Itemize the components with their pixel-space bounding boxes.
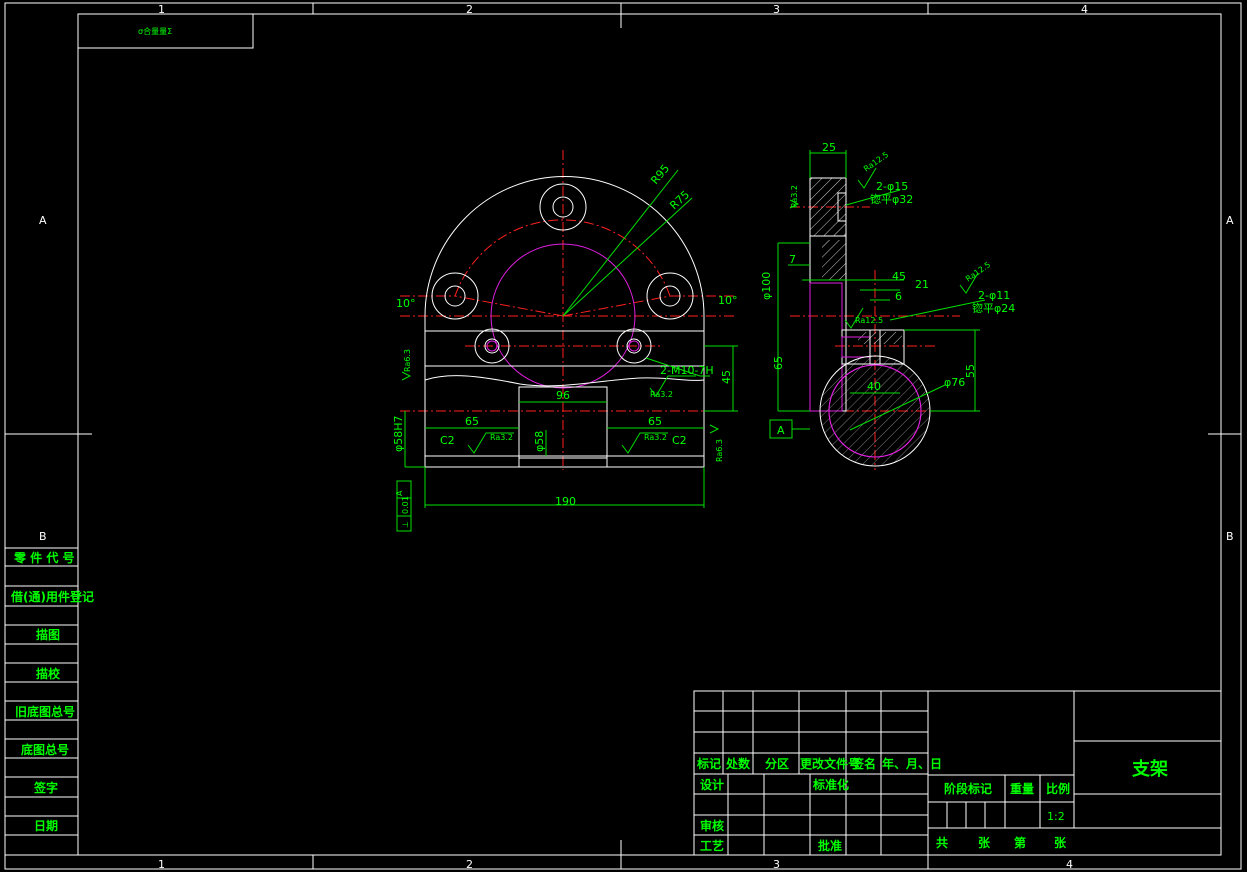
top-left-box-text: σ合量量Σ [138,26,172,36]
sv-dim-65: 65 [772,356,785,370]
dim-phi58h7: φ58H7 [392,415,405,452]
tol-symbol: ⊥ [401,521,410,528]
tb-process: 工艺 [700,838,724,853]
grid-row-b-left: B [39,530,47,543]
sv-dim-7: 7 [789,253,796,266]
tb-sheet-2: 张 [1054,835,1067,850]
side-label-old-base: 旧底图总号 [15,704,75,719]
sv-holes-top: 2-φ15 [876,180,908,193]
tb-total: 共 [936,835,948,850]
sv-spotface-top: 锪平φ32 [870,193,913,206]
grid-col-1-bottom: 1 [158,858,165,871]
side-label-base: 底图总号 [21,742,69,757]
tb-title: 支架 [1131,758,1168,780]
sv-dim-45: 45 [892,270,906,283]
dim-45: 45 [720,370,733,384]
grid-col-3-top: 3 [773,3,780,16]
tb-header-count: 处数 [725,756,751,771]
side-view: 25 Ra12.5 Ra3.2 2-φ15 锪平φ32 7 φ100 45 21… [760,141,1015,470]
tb-header-zone: 分区 [765,756,789,771]
sv-dim-40: 40 [867,380,881,393]
dim-190: 190 [555,495,576,508]
rough-ra-1: Ra3.2 [490,433,513,442]
dim-65-left: 65 [465,415,479,428]
rough-ra-5: Ra6.3 [715,439,724,462]
side-label-date: 日期 [34,818,58,833]
tb-stage: 阶段标记 [944,781,992,796]
grid-col-4-top: 4 [1081,3,1088,16]
dim-angle-right: 10° [718,294,738,307]
sv-spotface-mid: 锪平φ24 [972,302,1015,315]
grid-row-a-left: A [39,214,47,227]
side-label-sign: 签字 [33,780,58,795]
tb-approve: 批准 [818,838,842,853]
tb-ratio: 比例 [1046,781,1070,796]
grid-col-1-top: 1 [158,3,165,16]
sv-rough-top2: Ra3.2 [790,185,799,208]
tol-value: 0.01 [401,496,410,514]
side-label-borrowed: 借(通)用件登记 [10,589,94,604]
dim-c2-left: C2 [440,434,455,447]
rough-ra-4: Ra6.3 [403,349,412,372]
grid-col-2-top: 2 [466,3,473,16]
title-block: 标记 处数 分区 更改文件号 签名 年、月、日 设计 标准化 审核 工艺 批准 … [693,690,1222,856]
grid-col-2-bottom: 2 [466,858,473,871]
tb-header-doc: 更改文件号 [800,756,860,771]
sv-rough-mid: Ra12.5 [855,316,883,325]
grid-labels: 1 2 3 4 1 2 3 4 A B A B σ合量量Σ [39,3,1234,871]
grid-row-b-right: B [1226,530,1234,543]
rough-ra-3: Ra3.2 [650,390,673,399]
dim-65-right: 65 [648,415,662,428]
dim-phi58: φ58 [533,431,546,452]
dim-r75: R75 [667,188,692,212]
dim-r95: R95 [648,162,672,187]
tb-number: 第 [1014,835,1026,850]
dim-c2-right: C2 [672,434,687,447]
side-label-trace: 描图 [36,627,60,642]
grid-col-3-bottom: 3 [773,858,780,871]
grid-col-4-bottom: 4 [1066,858,1073,871]
sv-dim-55: 55 [964,364,977,378]
tb-design: 设计 [700,777,724,792]
sv-holes-mid: 2-φ11 [978,289,1010,302]
tb-header-mark: 标记 [696,756,721,771]
dim-holes-m10: 2-M10-7H [660,364,714,377]
rough-ra-2: Ra3.2 [644,433,667,442]
tol-datum: A [395,490,404,496]
sheet-frame [4,2,1242,870]
sv-dim-6: 6 [895,290,902,303]
sv-datum-a: A [777,424,785,437]
side-panel: 零 件 代 号 借(通)用件登记 描图 描校 旧底图总号 底图总号 签字 日期 [4,547,94,856]
side-label-trace-check: 描校 [36,666,61,681]
tb-header-sign: 签名 [851,756,876,771]
dim-angle-left: 10° [396,297,416,310]
sv-rough-top: Ra12.5 [862,150,890,173]
side-label-part-code: 零 件 代 号 [13,550,75,565]
front-view: R95 R75 10° 10° 2-M10-7H 45 96 65 65 190… [392,150,738,532]
tb-header-date: 年、月、日 [882,756,942,771]
sv-dim-25: 25 [822,141,836,154]
sv-rough-mid2: Ra12.5 [964,260,992,283]
sv-dim-21: 21 [915,278,929,291]
tb-scale: 1:2 [1047,810,1065,823]
tb-review: 审核 [700,818,724,833]
tb-weight: 重量 [1010,781,1034,796]
sv-dim-phi100: φ100 [760,272,773,300]
dim-96: 96 [556,389,570,402]
tb-standard: 标准化 [812,777,849,792]
sv-dim-phi76: φ76 [944,376,965,389]
grid-row-a-right: A [1226,214,1234,227]
tb-sheet-1: 张 [978,835,991,850]
